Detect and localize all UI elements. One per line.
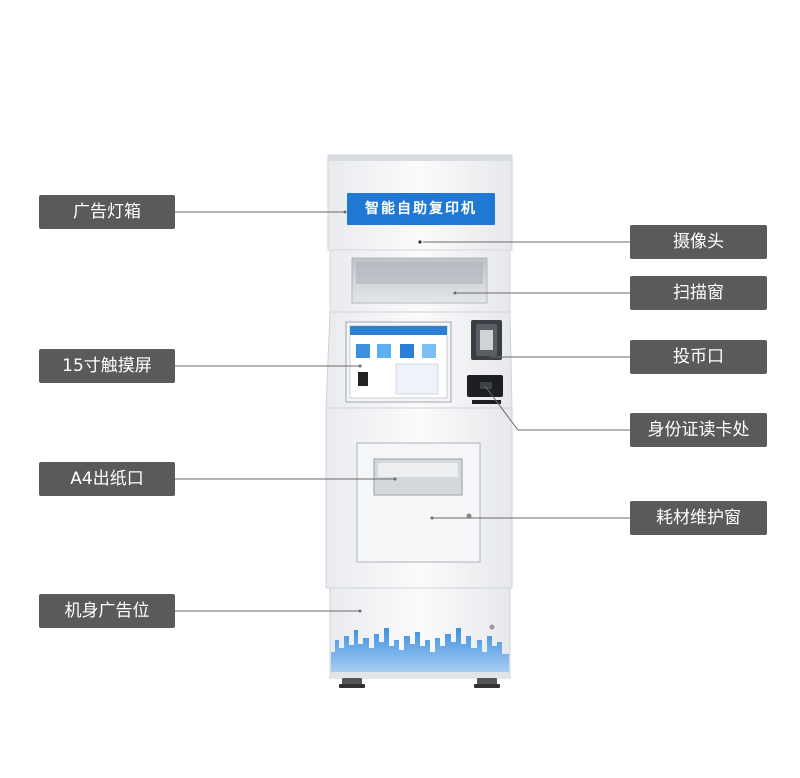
base — [329, 587, 511, 688]
scan-section — [329, 249, 511, 313]
callout-maintenance-window: 耗材维护窗 — [630, 501, 767, 535]
lower-cabinet — [325, 407, 513, 589]
callout-lightbox: 广告灯箱 — [39, 195, 175, 229]
callout-camera: 摄像头 — [630, 225, 767, 259]
sign-text: 智能自助复印机 — [365, 201, 477, 217]
door-lock — [466, 513, 472, 519]
callout-paper-out: A4出纸口 — [39, 462, 175, 496]
lightbox-sign — [347, 193, 495, 225]
callout-touchscreen: 15寸触摸屏 — [39, 349, 175, 383]
callout-coin-slot: 投币口 — [630, 340, 767, 374]
control-section — [325, 311, 513, 409]
callout-id-reader: 身份证读卡处 — [630, 413, 767, 447]
callout-scan-window: 扫描窗 — [630, 276, 767, 310]
skyline-graphic — [331, 628, 509, 672]
callout-body-ad: 机身广告位 — [39, 594, 175, 628]
lightbox-housing — [327, 154, 513, 251]
leader-id — [484, 385, 630, 431]
camera-lens — [418, 240, 422, 244]
